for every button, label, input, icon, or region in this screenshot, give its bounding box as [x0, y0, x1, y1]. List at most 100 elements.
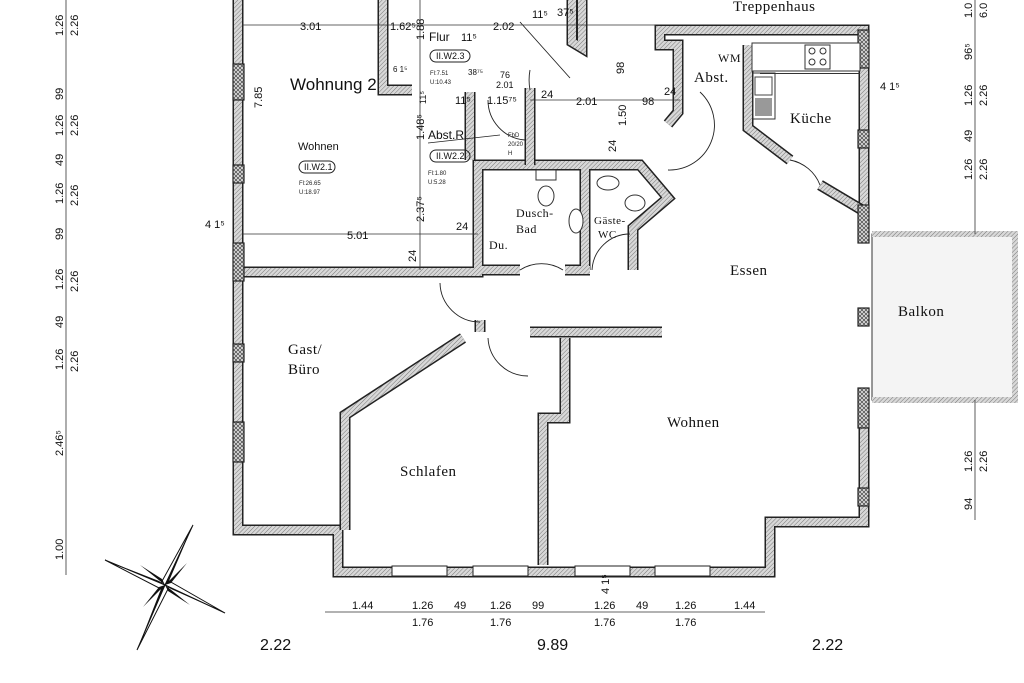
dimension-label: 1.26 — [963, 85, 975, 106]
washbasin-icon — [596, 175, 620, 191]
dimension-label: 1.26 — [963, 159, 975, 180]
room-gast-buero: Büro — [288, 362, 320, 378]
room-kueche: Küche — [790, 111, 832, 127]
toilet-icon — [535, 169, 557, 207]
windows — [232, 29, 870, 577]
stove-icon — [804, 44, 831, 70]
room-labels: Treppenhaus WM Abst. Küche Essen Balkon … — [288, 0, 944, 480]
dimension-label: 2.26 — [978, 451, 990, 472]
dimension-label: 1.48⁵ — [415, 114, 427, 140]
fixtures — [535, 42, 861, 234]
room-abst: Abst. — [694, 70, 729, 86]
room-balkon: Balkon — [898, 304, 944, 320]
dimension-label: 24 — [607, 140, 619, 152]
fbd-label: 20/20 — [508, 142, 524, 148]
neighbor-unit-labels: Wohnung 2 Wohnen II.W2.1 Fl:26.65 U:18.9… — [290, 30, 524, 196]
dimension-label: 4 1⁵ — [205, 219, 225, 231]
dimension-label: 1.26 — [54, 115, 66, 136]
room-dusch-bad: Bad — [516, 222, 537, 236]
dimension-label: 98 — [615, 62, 627, 74]
toilet-icon — [624, 194, 646, 212]
room-wohnen: Wohnen — [667, 415, 720, 431]
room-gast-buero: Gast/ — [288, 342, 322, 358]
dimension-label: 1.44 — [352, 600, 373, 612]
balcony — [871, 231, 1018, 403]
dimension-label: 49 — [54, 154, 66, 166]
dimension-label: 1.26 — [54, 349, 66, 370]
dimension-label: 1.44 — [734, 600, 755, 612]
dimension-label: 2.02 — [493, 21, 514, 33]
dimension-label: 2.26 — [69, 271, 81, 292]
room-perimeter: U:18.97 — [299, 190, 321, 196]
dimension-label: 1.26 — [963, 451, 975, 472]
dimension-label: 2.26 — [69, 185, 81, 206]
dimension-label: 96⁵ — [963, 43, 975, 60]
dimension-label: 2.26 — [978, 85, 990, 106]
fbd-label: H — [508, 151, 512, 157]
dimension-label: 2.01 — [576, 96, 597, 108]
dimension-label: 49 — [454, 600, 466, 612]
dimension-label: 99 — [54, 228, 66, 240]
right-dimension-chain: 1.0 6.0 96⁵ 1.26 2.26 49 1.26 2.26 1.26 … — [963, 3, 990, 510]
dimension-label: 37⁵ — [557, 7, 574, 19]
unit-title: Wohnung 2 — [290, 75, 377, 94]
dimension-total: 2.22 — [812, 637, 843, 654]
dimension-label: 1.26 — [54, 183, 66, 204]
room-code: II.W2.3 — [436, 51, 465, 61]
dimension-label: 2.26 — [978, 159, 990, 180]
dimension-label: 24 — [456, 221, 468, 233]
dimension-label: 1.76 — [675, 617, 696, 629]
left-dimension-chain: 1.26 2.26 99 1.26 2.26 49 1.26 2.26 99 1… — [54, 15, 81, 560]
dimension-label: 1.26 — [490, 600, 511, 612]
room-area: Fl:1.80 — [428, 171, 447, 177]
walls — [232, 0, 870, 578]
dimension-label: 2.46⁵ — [54, 430, 66, 456]
dimension-label: 99 — [532, 600, 544, 612]
dimension-label: 1.26 — [54, 269, 66, 290]
dimension-label: 24 — [541, 89, 553, 101]
room-dusch-bad: Dusch- — [516, 206, 554, 220]
dimension-label: 1.15⁷⁵ — [487, 95, 517, 107]
dimension-label: 1.76 — [594, 617, 615, 629]
bottom-dimension-chain: 1.44 1.26 1.76 49 1.26 1.76 99 1.26 1.76… — [260, 574, 843, 654]
dimension-label: 5.01 — [347, 230, 368, 242]
room-perimeter: U:5.28 — [428, 180, 446, 186]
room-area: Fl:7.51 — [430, 71, 449, 77]
dimension-total: 2.22 — [260, 637, 291, 654]
dimension-label: 2.01 — [496, 80, 514, 90]
dimension-label: 11⁵ — [418, 91, 428, 104]
room-perimeter: U:10.43 — [430, 80, 452, 86]
dimension-label: 4 1⁵ — [600, 574, 612, 594]
washbasin-icon — [568, 208, 584, 234]
interior-dimensions: 3.01 1.62⁵ 2.02 11⁵ 37⁵ 6 1⁵ 38⁷⁵ 76 2.0… — [205, 7, 900, 262]
dimension-label: 99 — [54, 88, 66, 100]
dimension-label: 1.26 — [594, 600, 615, 612]
neighbor-room-abst-r: Abst.R. — [428, 128, 467, 142]
room-gaeste-wc: Gäste- — [594, 215, 626, 227]
sink-icon — [752, 72, 776, 120]
fbd-label: FbD — [508, 133, 520, 139]
compass-rose-icon — [104, 524, 226, 651]
dimension-total: 9.89 — [537, 637, 568, 654]
dimension-label: 49 — [963, 130, 975, 142]
dimension-label: 1.0 — [963, 3, 975, 18]
dimension-label: 98 — [642, 96, 654, 108]
dimension-label: 6.0 — [978, 3, 990, 18]
dimension-label: 1.76 — [412, 617, 433, 629]
room-area: Fl:26.65 — [299, 181, 321, 187]
dimension-label: 76 — [500, 70, 510, 80]
dimension-lines — [65, 0, 976, 613]
dimension-label: 24 — [407, 250, 419, 262]
neighbor-room-flur: Flur — [429, 30, 450, 44]
room-wm: WM — [718, 51, 741, 65]
room-code: II.W2.1 — [304, 162, 333, 172]
dimension-label: 1.00 — [54, 539, 66, 560]
dimension-label: 7.85 — [253, 87, 265, 108]
dimension-label: 1.88 — [415, 19, 427, 40]
dimension-label: 2.26 — [69, 115, 81, 136]
dimension-label: 1.62⁵ — [390, 21, 416, 33]
room-schlafen: Schlafen — [400, 464, 456, 480]
room-gaeste-wc: WC — [598, 229, 617, 241]
dimension-label: 49 — [54, 316, 66, 328]
